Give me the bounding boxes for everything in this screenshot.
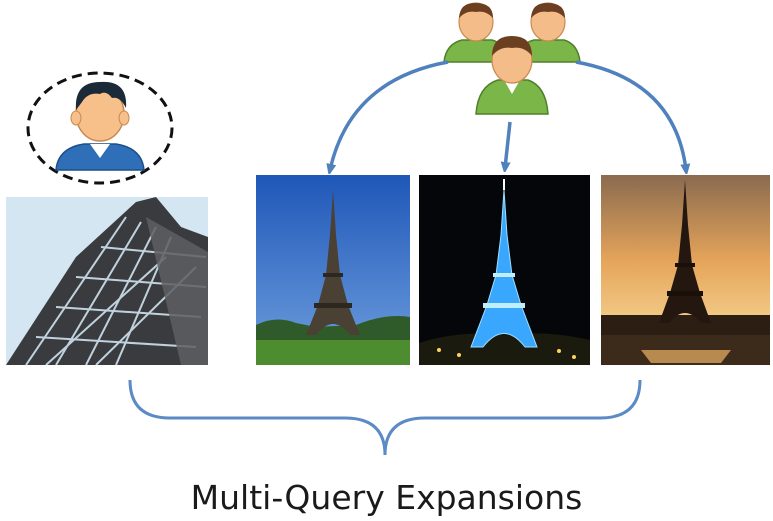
arrow-to-night [505, 122, 510, 168]
eiffel-closeup-photo [6, 197, 208, 365]
arrow-to-sunset [576, 62, 686, 170]
eiffel-night-photo [419, 175, 590, 365]
caption: Multi-Query Expansions [0, 478, 773, 517]
bracket [130, 380, 640, 455]
arrow-to-daytime [330, 62, 448, 170]
eiffel-daytime-photo [256, 175, 410, 365]
eiffel-sunset-photo [601, 175, 770, 365]
